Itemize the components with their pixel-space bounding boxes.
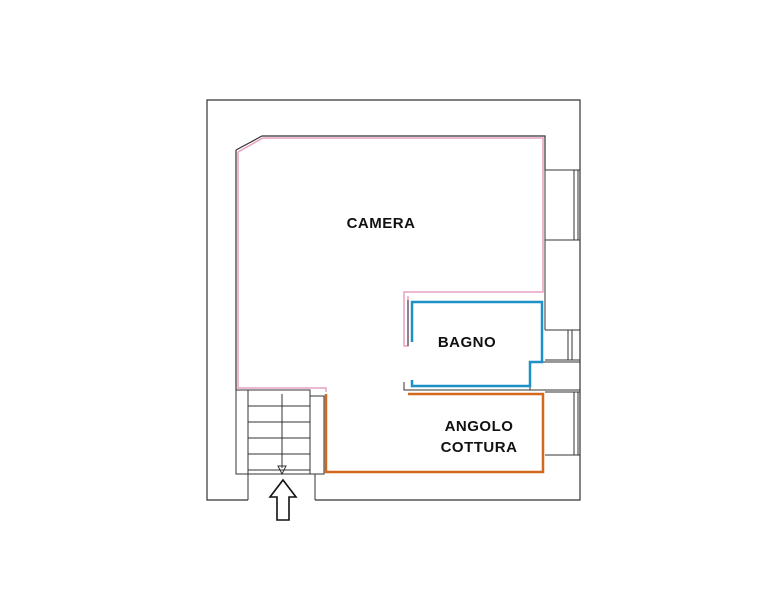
bagno-outline [410, 300, 544, 388]
window-middle [545, 329, 580, 361]
camera-outline [237, 137, 544, 392]
bagno-wall [403, 300, 545, 391]
angolo-cottura-label-line2: COTTURA [441, 439, 518, 456]
wall-segments-right [529, 240, 581, 391]
angolo-cottura-outline [324, 392, 545, 474]
camera-label: CAMERA [347, 215, 416, 232]
window-lower [545, 391, 580, 456]
staircase-icon [235, 389, 316, 500]
outer-walls [206, 99, 581, 501]
angolo-cottura-label-line1: ANGOLO [445, 418, 514, 435]
stair-partition [309, 395, 325, 475]
bagno-label: BAGNO [438, 334, 496, 351]
window-upper [544, 169, 580, 241]
entrance-arrow-icon [268, 478, 298, 521]
